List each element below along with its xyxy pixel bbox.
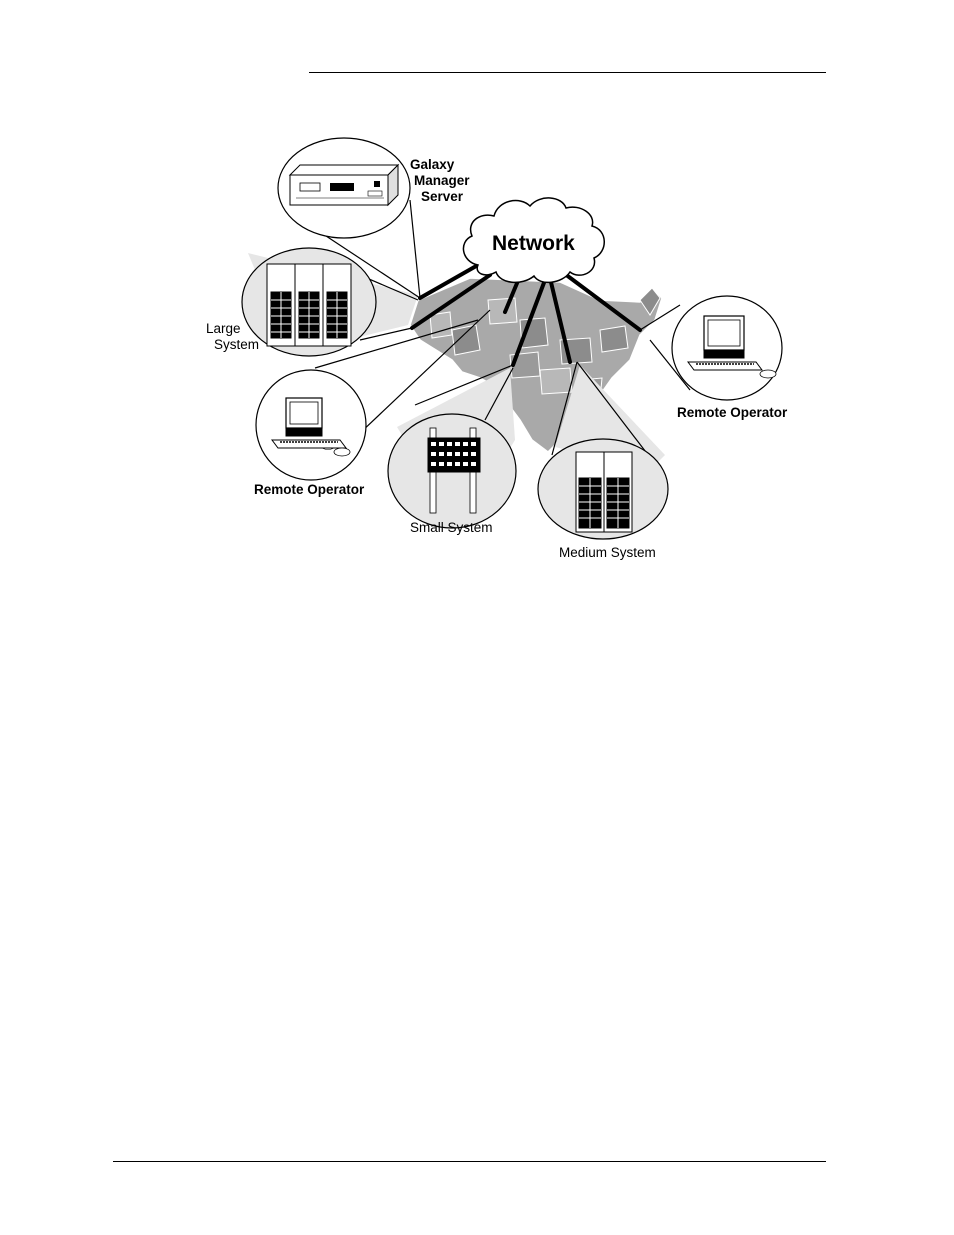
server-label-line2: Manager bbox=[414, 173, 470, 189]
remote-operator-left-circle bbox=[256, 370, 366, 480]
medium-system-label: Medium System bbox=[559, 545, 656, 561]
server-label-line3: Server bbox=[421, 189, 463, 205]
small-system-circle bbox=[388, 414, 516, 528]
server-label-line1: Galaxy bbox=[410, 157, 454, 173]
remote-operator-right-circle bbox=[672, 296, 782, 400]
large-system-label-line1: Large bbox=[206, 321, 241, 337]
remote-operator-right-label: Remote Operator bbox=[677, 405, 787, 421]
medium-system-circle bbox=[538, 439, 668, 539]
cabinet-icon bbox=[576, 452, 632, 532]
remote-operator-left-label: Remote Operator bbox=[254, 482, 364, 498]
server-icon bbox=[290, 165, 398, 205]
cabinet-icon bbox=[267, 264, 351, 346]
server-circle bbox=[278, 138, 410, 238]
large-system-circle bbox=[242, 248, 376, 356]
small-system-label: Small System bbox=[410, 520, 493, 536]
large-system-label-line2: System bbox=[214, 337, 259, 353]
network-label: Network bbox=[492, 232, 575, 256]
